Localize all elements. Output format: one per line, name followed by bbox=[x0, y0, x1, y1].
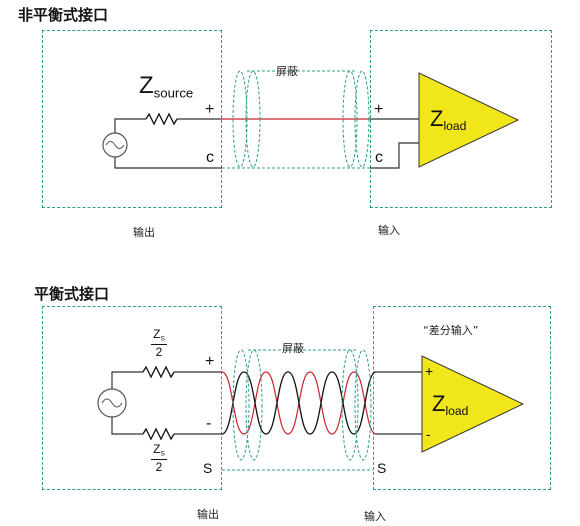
balanced-title: 平衡式接口 bbox=[34, 285, 110, 303]
unbalanced-amplifier-icon bbox=[418, 72, 520, 168]
unbalanced-source-bottom-wire bbox=[114, 157, 222, 169]
unbalanced-resistor-icon bbox=[145, 112, 178, 126]
balanced-black-twisted-wire bbox=[221, 371, 377, 435]
unbalanced-plus-left: + bbox=[205, 101, 215, 118]
balanced-ac-source-icon bbox=[97, 388, 127, 418]
balanced-z-load-label: Zload bbox=[432, 391, 469, 419]
unbalanced-shield-ellipses bbox=[232, 70, 370, 168]
balanced-minus-left: - bbox=[206, 415, 212, 432]
unbalanced-c-right: c bbox=[375, 149, 383, 166]
balanced-bottom-resistor-icon bbox=[142, 427, 175, 441]
balanced-s-right: S bbox=[377, 460, 387, 476]
unbalanced-input-label: 输入 bbox=[378, 224, 400, 237]
balanced-source-box bbox=[42, 306, 222, 490]
unbalanced-plus-right: + bbox=[374, 101, 384, 118]
balanced-s-left: S bbox=[203, 460, 213, 476]
balanced-plus-right: + bbox=[425, 363, 434, 379]
unbalanced-output-label: 输出 bbox=[133, 226, 155, 239]
balanced-amplifier-icon bbox=[421, 355, 525, 453]
unbalanced-title: 非平衡式接口 bbox=[18, 6, 109, 24]
balanced-diff-input-label: “差分输入” bbox=[423, 324, 479, 337]
balanced-plus-left: + bbox=[205, 353, 215, 370]
balanced-zs-top-label: ZS 2 bbox=[151, 328, 167, 358]
balanced-shield-label: 屏蔽 bbox=[282, 342, 304, 355]
unbalanced-z-load-label: Zload bbox=[430, 106, 467, 134]
balanced-minus-right: - bbox=[426, 426, 431, 442]
unbalanced-load-return-wire bbox=[370, 142, 419, 169]
balanced-load-box bbox=[373, 306, 551, 490]
balanced-input-label: 输入 bbox=[364, 510, 386, 523]
unbalanced-shield-label: 屏蔽 bbox=[276, 65, 298, 78]
balanced-top-resistor-icon bbox=[142, 365, 175, 379]
unbalanced-z-source-label: Zsource bbox=[139, 72, 194, 101]
unbalanced-source-top-wire bbox=[114, 118, 146, 133]
balanced-zs-bottom-label: ZS 2 bbox=[151, 443, 167, 473]
balanced-shield-ellipses bbox=[232, 349, 372, 461]
balanced-output-label: 输出 bbox=[197, 508, 219, 521]
unbalanced-c-left: c bbox=[206, 149, 214, 166]
